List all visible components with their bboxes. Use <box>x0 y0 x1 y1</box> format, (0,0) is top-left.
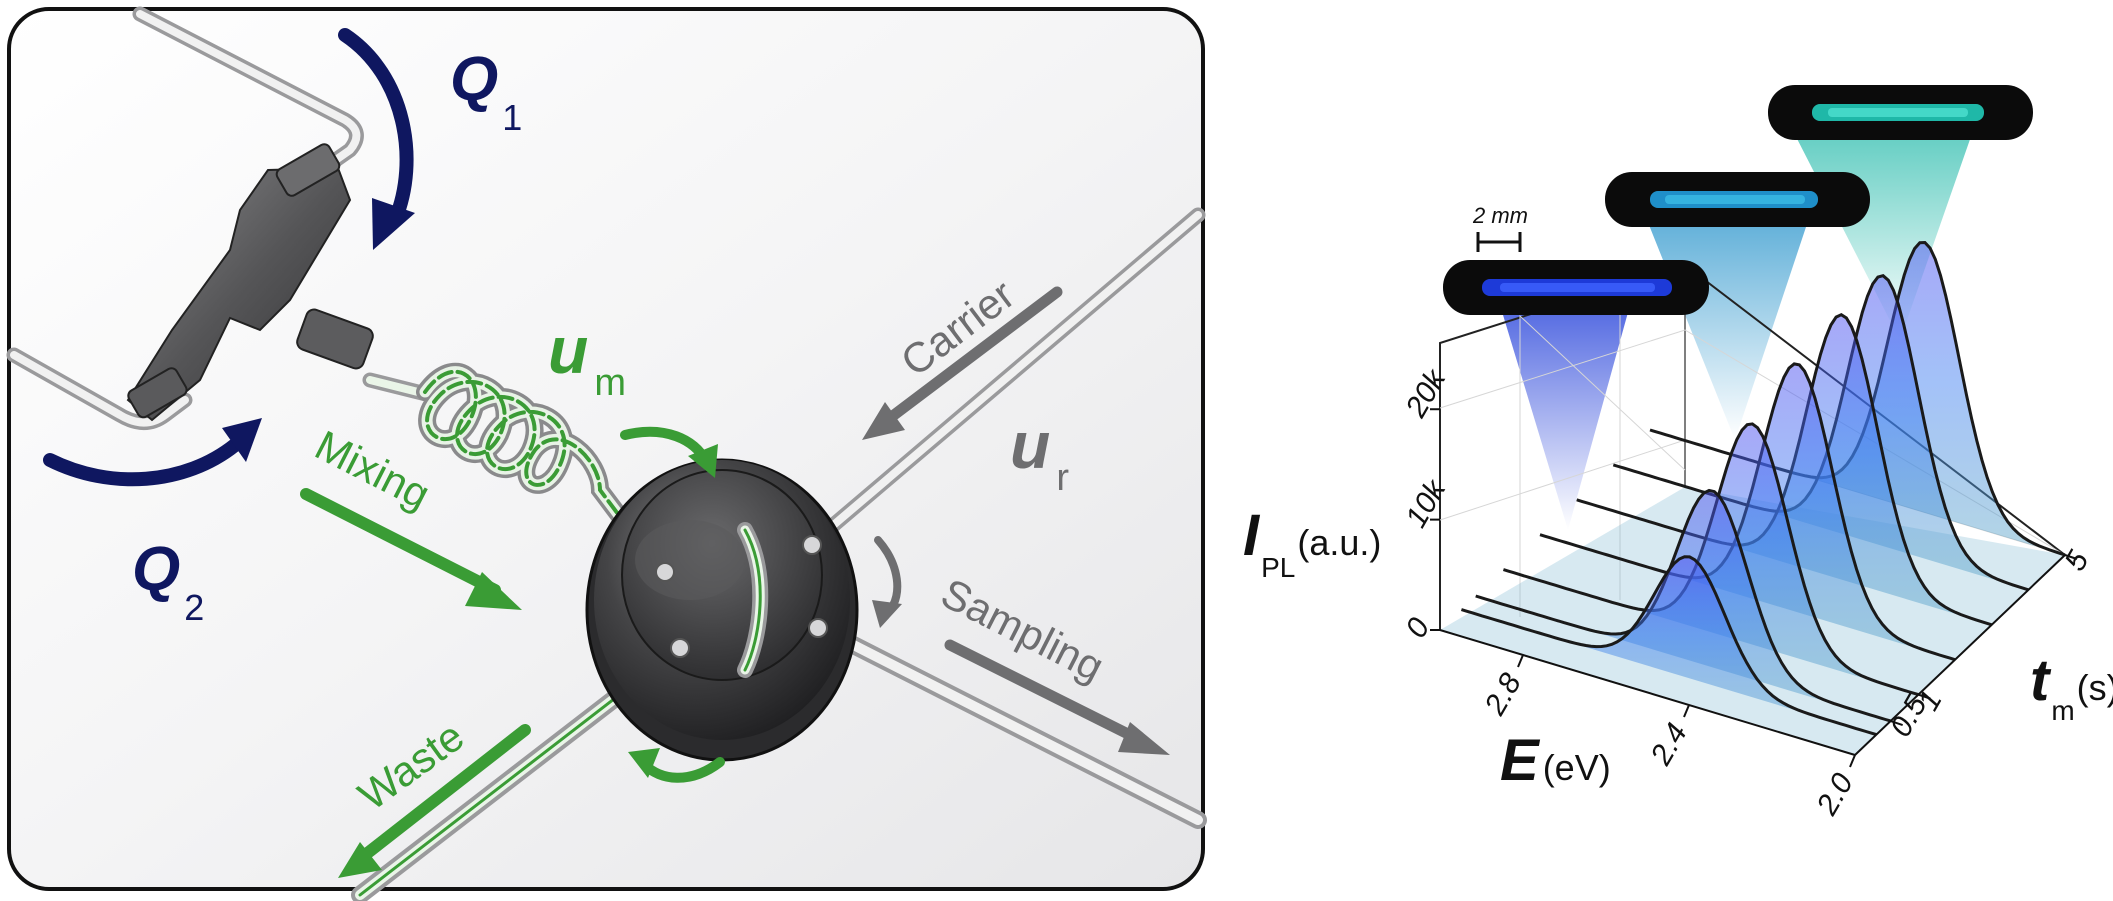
um-arrow-head <box>688 444 718 478</box>
spectrum-fill-1 <box>1613 275 2029 590</box>
xlabel: E(eV) <box>1500 728 1611 793</box>
waste-arrow-head <box>338 842 382 878</box>
spectrum-line-6 <box>1460 555 1877 737</box>
mixing-coil <box>416 362 669 579</box>
x-tick-mark <box>1849 754 1856 768</box>
y-tick-label: 20k <box>1399 363 1453 424</box>
x-tick-label: 2.8 <box>1478 668 1528 722</box>
spectrum-fill-6 <box>1461 556 1877 735</box>
ur-subscript: r <box>1056 457 1069 499</box>
flow-arrows <box>43 28 1170 878</box>
q2-subscript: 2 <box>184 587 204 628</box>
left-panel: Q1 Q2 um ur Carrier Mixing Sampling Wast… <box>6 6 1207 901</box>
q2-arrow-head <box>222 418 262 462</box>
pl-spectra <box>1460 240 2066 737</box>
x-tick-mark <box>1683 704 1690 718</box>
spectrum-fill-0 <box>1650 242 2065 555</box>
light-cone-1 <box>1500 305 1630 530</box>
tee-junction <box>126 143 374 422</box>
um-subscript: m <box>594 362 626 404</box>
sampling-arrow-head <box>1118 722 1170 755</box>
q1-subscript: 1 <box>502 97 522 138</box>
sampling-arrow <box>944 639 1146 746</box>
scale-bar: 2 mm <box>1472 203 1528 252</box>
q2-label: Q2 <box>132 535 204 628</box>
q1-label: Q1 <box>450 45 522 138</box>
q2-arrow <box>43 438 242 487</box>
carrier-arrow <box>884 286 1063 424</box>
y-tick-label: 10k <box>1399 473 1453 533</box>
z-tick-mark <box>1890 720 1903 726</box>
front-axes <box>1439 554 2066 756</box>
z-tick-label: 5 <box>2058 545 2095 576</box>
q1-arrow <box>338 28 414 227</box>
spectrum-line-5 <box>1475 488 1892 723</box>
zlabel: tm(s) <box>2030 648 2113 726</box>
z-tick-mark <box>1918 693 1931 700</box>
mixing-arrow-head <box>465 572 522 610</box>
x-tick-mark <box>1517 654 1524 668</box>
capillary-images <box>1443 85 2033 315</box>
y-tick-label: 0 <box>1399 612 1436 643</box>
x-tick-label: 2.4 <box>1644 718 1694 771</box>
z-tick-mark <box>2064 554 2078 560</box>
scale-bar-label: 2 mm <box>1472 203 1528 228</box>
x-tick-label: 2.0 <box>1810 768 1860 822</box>
carrier-arrow-head <box>862 402 905 440</box>
rotary-valve <box>585 458 859 762</box>
ylabel: IPL(a.u.) <box>1243 503 1381 583</box>
waste-arrow <box>359 724 531 861</box>
mixing-arrow <box>300 488 501 596</box>
valve-rotation-arrow-head <box>872 600 902 628</box>
spectrum-fill-2 <box>1576 314 1992 625</box>
return-arrow-head <box>628 748 660 778</box>
q1-arrow-head <box>372 198 415 250</box>
